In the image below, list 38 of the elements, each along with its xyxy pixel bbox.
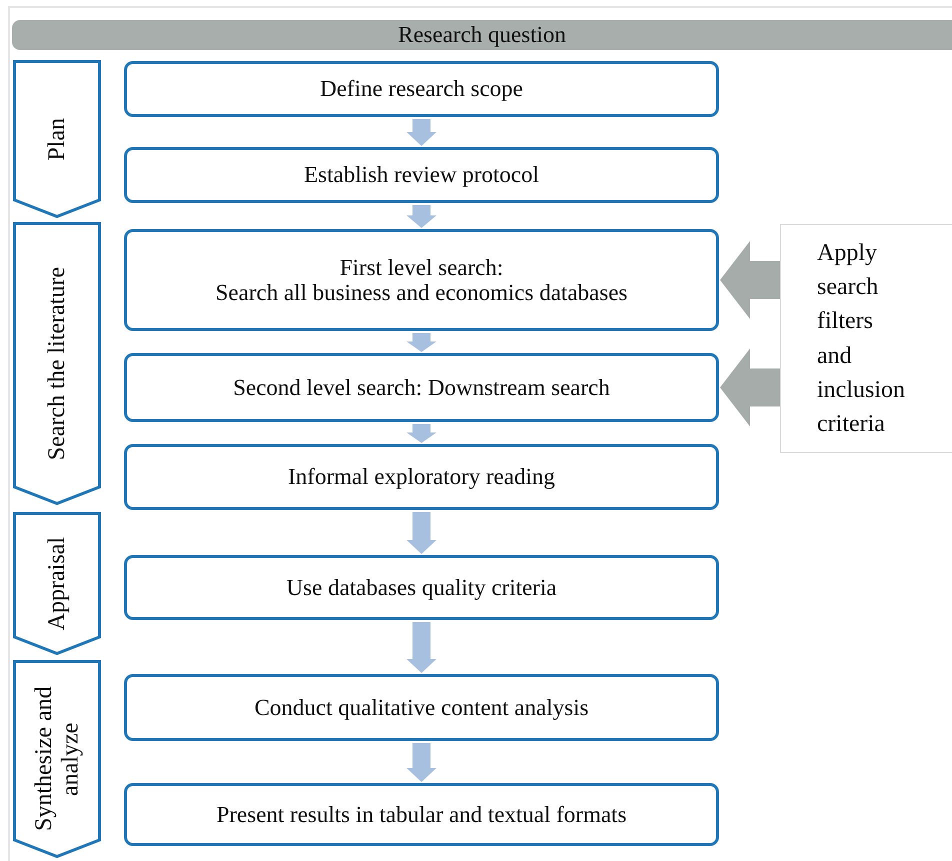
block-arrow bbox=[406, 424, 436, 443]
process-box bbox=[124, 353, 719, 422]
step-text: Define research scope bbox=[320, 76, 524, 102]
stage-box bbox=[13, 60, 101, 218]
block-arrow bbox=[406, 333, 436, 352]
step-text: Apply search filters and inclusion criteria bbox=[817, 239, 905, 439]
step-text: Present results in tabular and textual formats bbox=[216, 802, 627, 828]
step-text: Establish review protocol bbox=[304, 162, 540, 188]
process-box bbox=[124, 229, 719, 331]
phase-label: Synthesize and analyze bbox=[30, 686, 84, 834]
block-arrow bbox=[720, 348, 780, 426]
process-box bbox=[124, 61, 719, 117]
stage-box bbox=[13, 660, 101, 858]
step-text: Use databases quality criteria bbox=[286, 574, 557, 600]
block-arrow bbox=[406, 743, 436, 782]
phase-label: Plan bbox=[44, 118, 70, 160]
process-box bbox=[124, 147, 719, 203]
stage-box bbox=[13, 222, 101, 505]
stage-box bbox=[13, 512, 101, 655]
step-text: First level search: bbox=[340, 254, 504, 280]
block-arrow bbox=[406, 119, 436, 146]
block-arrow bbox=[406, 205, 436, 228]
title-bar bbox=[12, 20, 952, 50]
process-box bbox=[124, 444, 719, 510]
block-arrow bbox=[406, 622, 436, 673]
process-box bbox=[124, 555, 719, 620]
step-text: Second level search: Downstream search bbox=[233, 374, 610, 400]
step-text: Search all business and economics databases bbox=[216, 280, 628, 306]
block-arrow bbox=[406, 512, 436, 554]
process-box bbox=[124, 783, 719, 846]
phase-label: Search the literature bbox=[44, 266, 70, 460]
step-text: Conduct qualitative content analysis bbox=[254, 694, 589, 720]
title-text: Research question bbox=[398, 22, 566, 48]
step-text: Informal exploratory reading bbox=[288, 464, 555, 490]
phase-label: Appraisal bbox=[44, 536, 70, 630]
block-arrow bbox=[720, 241, 780, 319]
note-box bbox=[780, 224, 952, 453]
process-box bbox=[124, 674, 719, 741]
